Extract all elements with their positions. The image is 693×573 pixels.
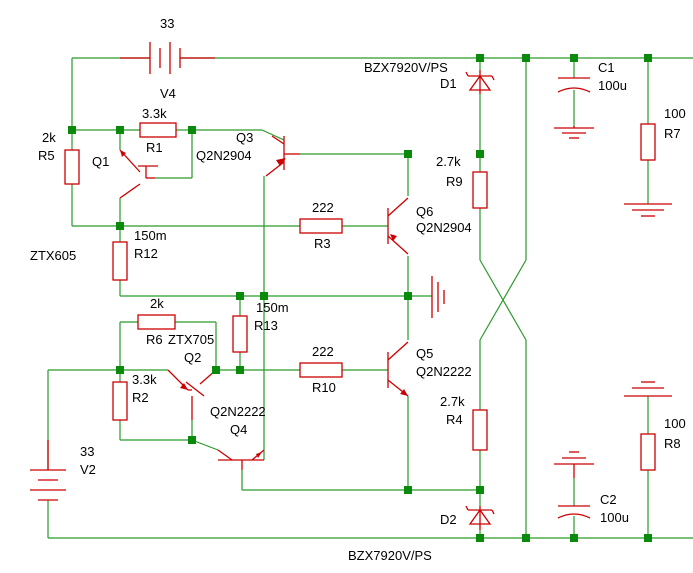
c1-value-label: 100u — [598, 78, 627, 93]
q3-name-label: Q3 — [236, 130, 253, 145]
v2-name-label: V2 — [80, 462, 96, 477]
v4-name-label: V4 — [160, 86, 176, 101]
junction-nodes — [68, 54, 652, 542]
r9-name-label: R9 — [446, 174, 463, 189]
r4-resistor — [472, 409, 488, 451]
v4-battery — [120, 42, 215, 74]
mid-ground-symbol — [431, 276, 445, 318]
q2-name-label: Q2 — [184, 350, 201, 365]
d1-zener-diode — [465, 70, 495, 94]
q3-part-label: Q2N2904 — [196, 148, 252, 163]
q3-transistor — [265, 135, 300, 177]
d2-name-label: D2 — [440, 512, 457, 527]
r12-name-label: R12 — [134, 246, 158, 261]
q1-part-label: ZTX605 — [30, 248, 76, 263]
r2-name-label: R2 — [132, 390, 149, 405]
r13-resistor — [232, 315, 248, 353]
v4-value-label: 33 — [160, 16, 174, 31]
r8-name-label: R8 — [664, 436, 681, 451]
q4-part-label: Q2N2222 — [210, 404, 266, 419]
q4-name-label: Q4 — [230, 422, 247, 437]
c1-name-label: C1 — [598, 60, 615, 75]
r1-name-label: R1 — [146, 140, 163, 155]
r9-resistor — [472, 171, 488, 209]
r7-name-label: R7 — [664, 126, 681, 141]
r7-ground-symbol — [624, 203, 672, 217]
r13-name-label: R13 — [254, 318, 278, 333]
r6-resistor — [137, 314, 176, 330]
c2-value-label: 100u — [600, 510, 629, 525]
r8-ground-symbol — [624, 381, 672, 397]
wires — [47, 57, 693, 539]
q5-part-label: Q2N2222 — [416, 364, 472, 379]
r3-resistor — [299, 218, 343, 234]
r5-value-label: 2k — [42, 130, 56, 145]
r5-resistor — [64, 149, 80, 185]
r12-resistor — [112, 241, 128, 281]
d1-name-label: D1 — [440, 76, 457, 91]
r13-value-label: 150m — [256, 300, 289, 315]
q5-name-label: Q5 — [416, 346, 433, 361]
r9-value-label: 2.7k — [436, 154, 461, 169]
r1-resistor — [139, 122, 177, 138]
r12-value-label: 150m — [134, 228, 167, 243]
v2-value-label: 33 — [80, 444, 94, 459]
r10-value-label: 222 — [312, 344, 334, 359]
c2-name-label: C2 — [600, 492, 617, 507]
r10-resistor — [299, 362, 343, 378]
d2-zener-diode — [465, 505, 495, 530]
q6-part-label: Q2N2904 — [416, 220, 472, 235]
r6-value-label: 2k — [150, 296, 164, 311]
r6-name-label: R6 — [146, 332, 163, 347]
d2-part-label: BZX7920V/PS — [348, 548, 432, 563]
r7-value-label: 100 — [664, 106, 686, 121]
r10-name-label: R10 — [312, 380, 336, 395]
q4-transistor — [217, 449, 265, 470]
q2-part-label: ZTX705 — [168, 332, 214, 347]
c2-capacitor — [554, 451, 594, 519]
r8-value-label: 100 — [664, 416, 686, 431]
r5-name-label: R5 — [38, 148, 55, 163]
r3-value-label: 222 — [312, 200, 334, 215]
component-labels: 33 V4 BZX7920V/PS D1 C1 100u 100 R7 2k R… — [30, 16, 686, 563]
q6-transistor — [387, 197, 409, 255]
q5-transistor — [387, 341, 409, 397]
v2-battery — [30, 440, 66, 501]
r4-value-label: 2.7k — [440, 394, 465, 409]
r2-resistor — [112, 381, 128, 421]
c1-capacitor — [554, 77, 594, 139]
r2-value-label: 3.3k — [132, 372, 157, 387]
q1-transistor — [119, 149, 158, 199]
q6-name-label: Q6 — [416, 204, 433, 219]
r1-value-label: 3.3k — [142, 106, 167, 121]
r3-name-label: R3 — [314, 236, 331, 251]
r4-name-label: R4 — [446, 412, 463, 427]
r7-resistor — [640, 123, 656, 161]
q1-name-label: Q1 — [92, 154, 109, 169]
d1-part-label: BZX7920V/PS — [364, 60, 448, 75]
r8-resistor — [640, 433, 656, 471]
q2-transistor — [167, 369, 217, 420]
